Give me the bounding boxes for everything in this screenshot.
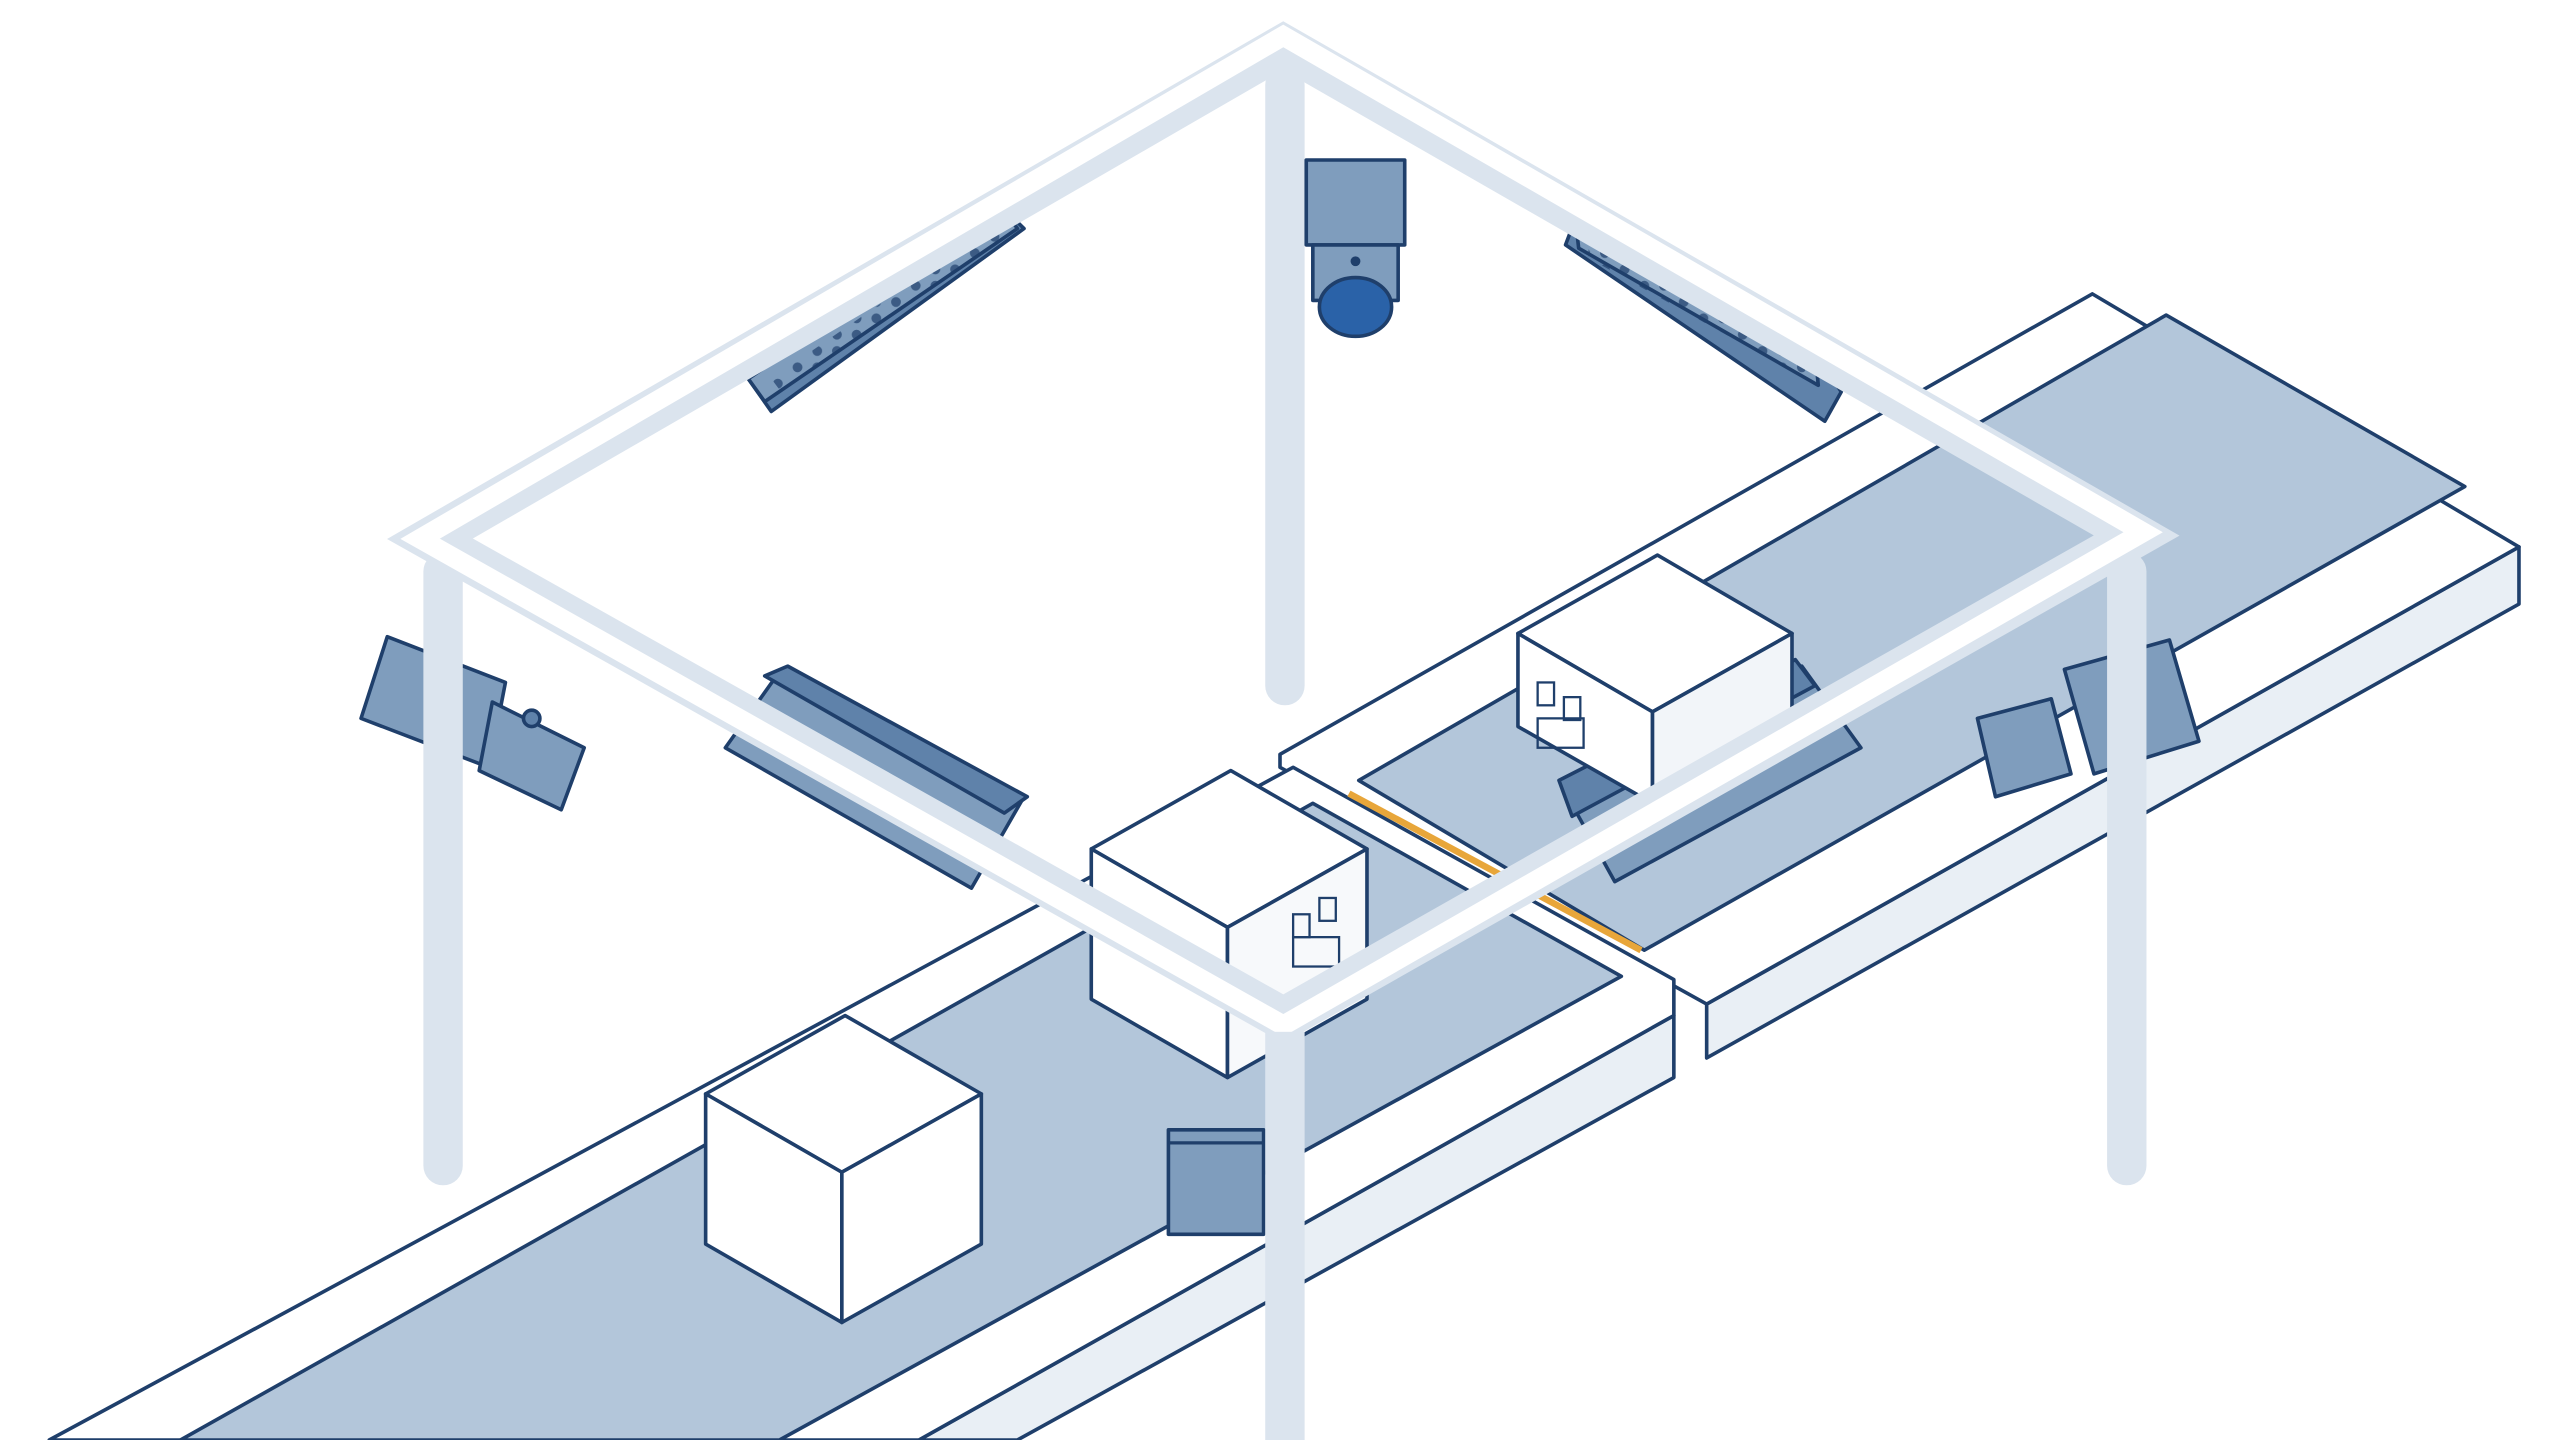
frame-post-right bbox=[2107, 551, 2147, 1186]
side-camera-left bbox=[359, 634, 587, 812]
frame-post-back bbox=[1265, 65, 1305, 706]
area-camera-top bbox=[1304, 158, 1407, 339]
barcode-label bbox=[1536, 681, 1585, 749]
tunnel-frame bbox=[387, 21, 2180, 1440]
sensor-box bbox=[1166, 1128, 1266, 1237]
barcode-label bbox=[1291, 896, 1341, 968]
frame-post-front bbox=[1265, 1031, 1305, 1440]
frame-post-left bbox=[423, 551, 463, 1186]
parcel-box-back bbox=[1516, 553, 1794, 806]
conveyor-gap-accent bbox=[1347, 790, 1643, 954]
parcel-box-front bbox=[703, 1013, 984, 1325]
camera-lens-icon bbox=[1317, 275, 1394, 339]
